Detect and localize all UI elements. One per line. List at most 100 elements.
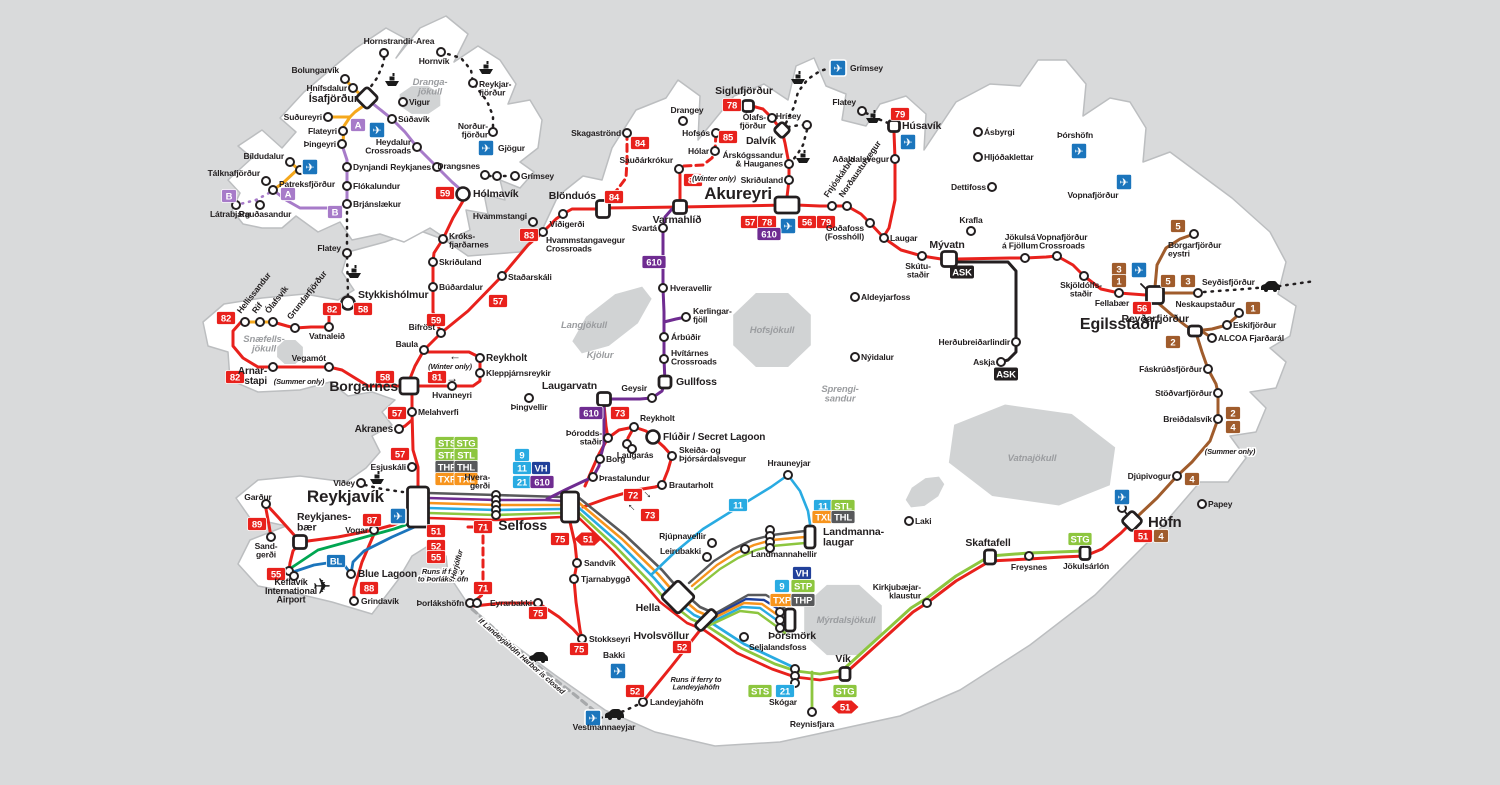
label-laugarvatn: Laugarvatn: [542, 380, 597, 392]
label-gr-msey: Grímsey: [850, 63, 883, 73]
station-skaftafell: [983, 548, 997, 566]
station-vopnafj-r-ur: [1052, 251, 1062, 261]
station-stokkseyri: [577, 634, 587, 644]
svg-text:52: 52: [677, 643, 687, 654]
label-gullfoss: Gullfoss: [676, 376, 717, 388]
station-go-afoss: [865, 218, 875, 228]
badge-85-16: 85: [683, 173, 703, 187]
badge-57-2: 57: [488, 294, 508, 308]
label-a-aldalsvegur: Aðaldalsvegur: [832, 154, 889, 164]
label-b-ardalur: Búðardalur: [439, 282, 484, 292]
svg-text:610: 610: [646, 258, 661, 269]
station-st-varfj-r-ur: [1213, 388, 1223, 398]
station-dettifoss: [987, 182, 997, 192]
route-75-thorlakshofn-coast: [472, 601, 584, 641]
label-leirubakki: Leirubakki: [660, 546, 701, 556]
label-bifr-st: Bifröst: [409, 322, 436, 332]
station-lafs: [767, 113, 777, 123]
badge-84-14: 84: [630, 136, 650, 150]
region-label-dranga: Dranga-jökull: [413, 77, 448, 97]
station-a-aldalsvegur: [890, 154, 900, 164]
svg-text:✈: ✈: [393, 511, 402, 523]
label-dettifoss: Dettifoss: [951, 182, 986, 192]
badge-83-12: 83: [519, 228, 539, 242]
badge-11-59: 11: [728, 498, 748, 512]
station-ingvellir: [524, 393, 534, 403]
svg-text:✈: ✈: [1119, 177, 1128, 189]
label-hvammstangi: Hvammstangi: [473, 211, 527, 221]
label-b-ldudalur: Bíldudalur: [243, 151, 284, 161]
svg-text:B: B: [332, 208, 339, 219]
station-safj-r-ur: [355, 86, 379, 110]
label-ingeyri: Þingeyri: [304, 139, 336, 149]
svg-text:58: 58: [358, 305, 368, 316]
airport-icon: ✈: [1130, 261, 1148, 279]
label-brautarholt: Brautarholt: [669, 480, 713, 490]
station-flateyri: [338, 126, 348, 136]
svg-text:89: 89: [252, 520, 262, 531]
label-eskifj-r-ur: Eskifjörður: [1233, 320, 1277, 330]
glacier-snaefellsjokull: [277, 340, 303, 364]
label-borg: Borg: [606, 454, 625, 464]
label-reykjar: Reykjar-fjörður: [479, 79, 512, 97]
svg-text:2: 2: [1170, 338, 1175, 349]
svg-text:✈: ✈: [1074, 146, 1083, 158]
label-flatey: Flatey: [317, 243, 341, 253]
station-landmanna: [803, 524, 817, 550]
label-t-lknafj-r-ur: Tálknafjörður: [208, 168, 261, 178]
station-siglufj-r-ur: [741, 99, 755, 113]
station-laugar: [879, 233, 889, 243]
label-geysir: Geysir: [621, 383, 647, 393]
region-label-sprengi: Sprengi-sandur: [821, 384, 858, 404]
label-hofs-s: Hofsós: [682, 128, 710, 138]
label-laki: Laki: [915, 516, 931, 526]
station-hornv-k: [436, 47, 446, 57]
airport-icon: ✈: [301, 158, 319, 176]
svg-text:TXL: TXL: [815, 513, 833, 524]
station-landeyjah-fn: [638, 697, 648, 707]
svg-text:21: 21: [780, 687, 791, 698]
glacier-myrdalsjokull: [804, 584, 882, 656]
badge-89-33: 89: [247, 517, 267, 531]
svg-text:✈: ✈: [372, 125, 381, 137]
svg-text:51: 51: [1138, 532, 1149, 543]
badge-75-28: 75: [550, 532, 570, 546]
station-eyrarbakki: [533, 598, 543, 608]
svg-text:75: 75: [555, 535, 566, 546]
station-alcoa-fjar-ar-l: [1207, 333, 1217, 343]
label-hornv-k: Hornvík: [419, 56, 450, 66]
station-gullfoss: [657, 374, 673, 390]
station-n-idalur: [850, 352, 860, 362]
label-svart: Svartá: [632, 223, 658, 233]
label-ingvellir: Þingvellir: [511, 402, 549, 412]
station-drangsnes: [480, 170, 490, 180]
glacier-vatnajokull: [948, 404, 1116, 506]
svg-text:THL: THL: [834, 513, 852, 524]
station-h-lmav-k: [455, 186, 471, 202]
station-krafla: [966, 226, 976, 236]
note-summer-only: (Summer only): [1205, 447, 1256, 456]
svg-text:✈: ✈: [833, 63, 842, 75]
label-eyrarbakki: Eyrarbakki: [490, 598, 532, 608]
airport-icon: ✈: [609, 662, 627, 680]
label-j-kuls-rl-n: Jökulsárlón: [1063, 561, 1109, 571]
note-summer-only: (Summer only): [274, 377, 325, 386]
label-dj-pivogur: Djúpivogur: [1128, 471, 1172, 481]
airport-icon: ✈: [368, 121, 386, 139]
svg-text:11: 11: [818, 502, 829, 513]
badge-2-80: 2: [1225, 406, 1241, 420]
svg-text:4: 4: [1158, 532, 1164, 543]
station-kr-ks: [438, 234, 448, 244]
station-dot-157: [289, 571, 299, 581]
svg-text:✈: ✈: [481, 143, 490, 155]
label-reykjanes: Reykjanes-bær: [297, 511, 352, 533]
svg-text:79: 79: [821, 218, 831, 229]
station-bolungarv-k: [340, 74, 350, 84]
svg-text:78: 78: [727, 101, 737, 112]
